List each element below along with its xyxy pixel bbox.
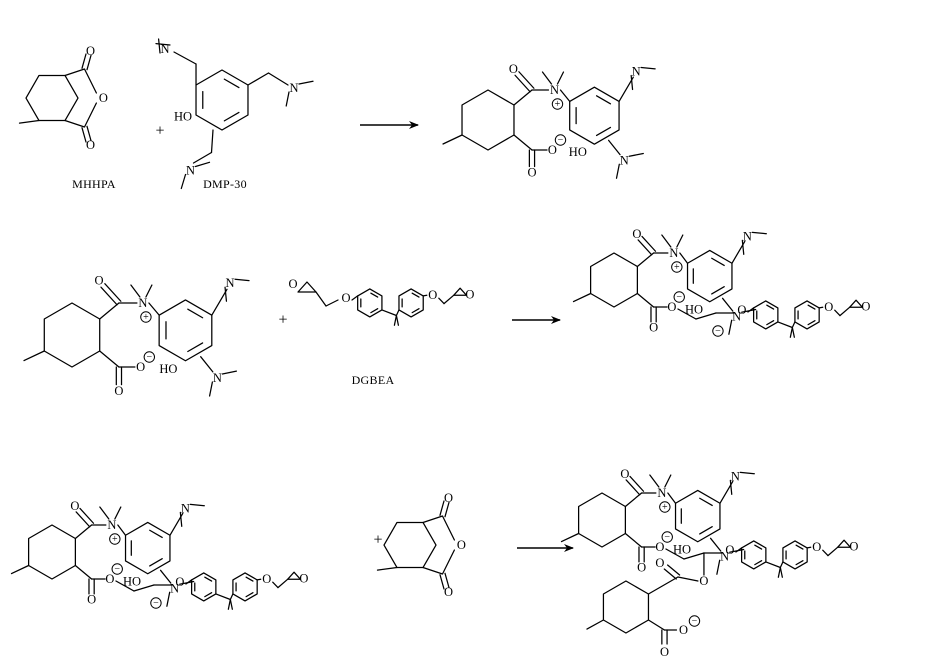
amide-oxygen: O xyxy=(632,227,641,241)
mhhpa-molecule: O O O xyxy=(18,44,108,152)
positive-charge: + xyxy=(674,262,680,273)
ether-oxygen: O xyxy=(428,288,437,302)
positive-charge: + xyxy=(662,502,668,513)
dimethylamino-nitrogen: N xyxy=(170,581,179,595)
carbonyl-oxygen: O xyxy=(444,585,453,599)
carboxylate-oxygen: O xyxy=(667,300,676,314)
positive-charge: + xyxy=(112,534,118,545)
dimethylamino-nitrogen: N xyxy=(731,469,740,483)
ether-oxygen: O xyxy=(824,300,833,314)
hydroxyl-group: HO xyxy=(685,303,703,317)
carboxyl-oxygen: O xyxy=(637,560,646,574)
ether-oxygen: O xyxy=(341,291,350,305)
alkoxide-charge: − xyxy=(153,598,159,609)
amide-oxygen: O xyxy=(95,274,104,288)
ether-oxygen: O xyxy=(725,543,734,557)
reaction-arrows xyxy=(360,121,574,552)
dimethylamino-nitrogen: N xyxy=(160,42,169,56)
carboxyl-oxygen: O xyxy=(87,592,96,606)
positive-charge: + xyxy=(555,99,561,110)
hydroxyl-group: HO xyxy=(159,362,177,376)
epoxide-oxygen: O xyxy=(849,540,858,554)
epoxide-oxygen: O xyxy=(299,572,308,586)
dmp30-molecule: N N HO N xyxy=(155,38,314,190)
quaternary-nitrogen: N xyxy=(657,486,666,500)
carbonyl-oxygen: O xyxy=(444,491,453,505)
carboxyl-oxygen: O xyxy=(527,166,536,180)
dmp30-label: DMP-30 xyxy=(203,177,247,191)
negative-charge: − xyxy=(676,292,682,303)
hydroxyl-group: HO xyxy=(569,145,587,159)
alkoxide-charge: − xyxy=(715,326,721,337)
negative-charge: − xyxy=(146,352,152,363)
plus-sign: + xyxy=(373,532,382,549)
negative-charge: − xyxy=(558,135,564,146)
negative-charge: − xyxy=(114,564,120,575)
dgbea-label: DGBEA xyxy=(352,373,395,387)
mhhpa-reactant-3: O O O xyxy=(376,491,466,599)
dimethylamino-nitrogen: N xyxy=(289,81,298,95)
epoxide-oxygen: O xyxy=(861,300,870,314)
ether-oxygen: O xyxy=(737,303,746,317)
carboxyl-oxygen: O xyxy=(114,384,123,398)
dimethylamino-nitrogen: N xyxy=(620,153,629,167)
carboxylate-charge: − xyxy=(692,616,698,627)
ether-oxygen: O xyxy=(175,575,184,589)
dimethylamino-nitrogen: N xyxy=(186,164,195,178)
dimethylamino-nitrogen: N xyxy=(732,309,741,323)
dimethylamino-nitrogen: N xyxy=(720,549,729,563)
dgbea-molecule: O O O O xyxy=(288,277,474,326)
carbonyl-oxygen: O xyxy=(86,44,95,58)
plus-sign: + xyxy=(155,123,164,140)
dimethylamino-nitrogen: N xyxy=(632,64,641,78)
hydroxyl-group: HO xyxy=(123,575,141,589)
quaternary-nitrogen: N xyxy=(550,83,559,97)
dimethylamino-nitrogen: N xyxy=(181,501,190,515)
ring-oxygen: O xyxy=(99,91,108,105)
amide-oxygen: O xyxy=(620,467,629,481)
amide-oxygen: O xyxy=(509,62,518,76)
carboxyl-oxygen: O xyxy=(660,645,669,659)
ring-oxygen: O xyxy=(457,538,466,552)
positive-charge: + xyxy=(143,312,149,323)
quaternary-nitrogen: N xyxy=(138,296,147,310)
carboxylate-oxygen: O xyxy=(655,540,664,554)
ether-oxygen: O xyxy=(262,572,271,586)
ether-oxygen: O xyxy=(812,540,821,554)
carboxylate-oxygen: O xyxy=(679,623,688,637)
ester-carbonyl-oxygen: O xyxy=(655,556,664,570)
dimethylamino-nitrogen: N xyxy=(226,276,235,290)
dimethylamino-nitrogen: N xyxy=(743,229,752,243)
text-labels: + MHHPA DMP-30 + DGBEA + xyxy=(72,123,394,549)
quaternary-nitrogen: N xyxy=(669,246,678,260)
carboxylate-oxygen: O xyxy=(136,360,145,374)
carboxyl-oxygen: O xyxy=(649,320,658,334)
hydroxyl-group: HO xyxy=(673,543,691,557)
epoxide-oxygen: O xyxy=(465,288,474,302)
hydroxyl-group: HO xyxy=(174,110,192,124)
carboxylate-oxygen: O xyxy=(105,572,114,586)
quaternary-nitrogen: N xyxy=(107,518,116,532)
negative-charge: − xyxy=(664,532,670,543)
mhhpa-label: MHHPA xyxy=(72,177,116,191)
plus-sign: + xyxy=(278,312,287,329)
carbonyl-oxygen: O xyxy=(86,138,95,152)
carboxylate-oxygen: O xyxy=(548,143,557,157)
epoxide-oxygen: O xyxy=(288,277,297,291)
amide-oxygen: O xyxy=(70,499,79,513)
dimethylamino-nitrogen: N xyxy=(213,371,222,385)
ester-oxygen: O xyxy=(699,574,708,588)
